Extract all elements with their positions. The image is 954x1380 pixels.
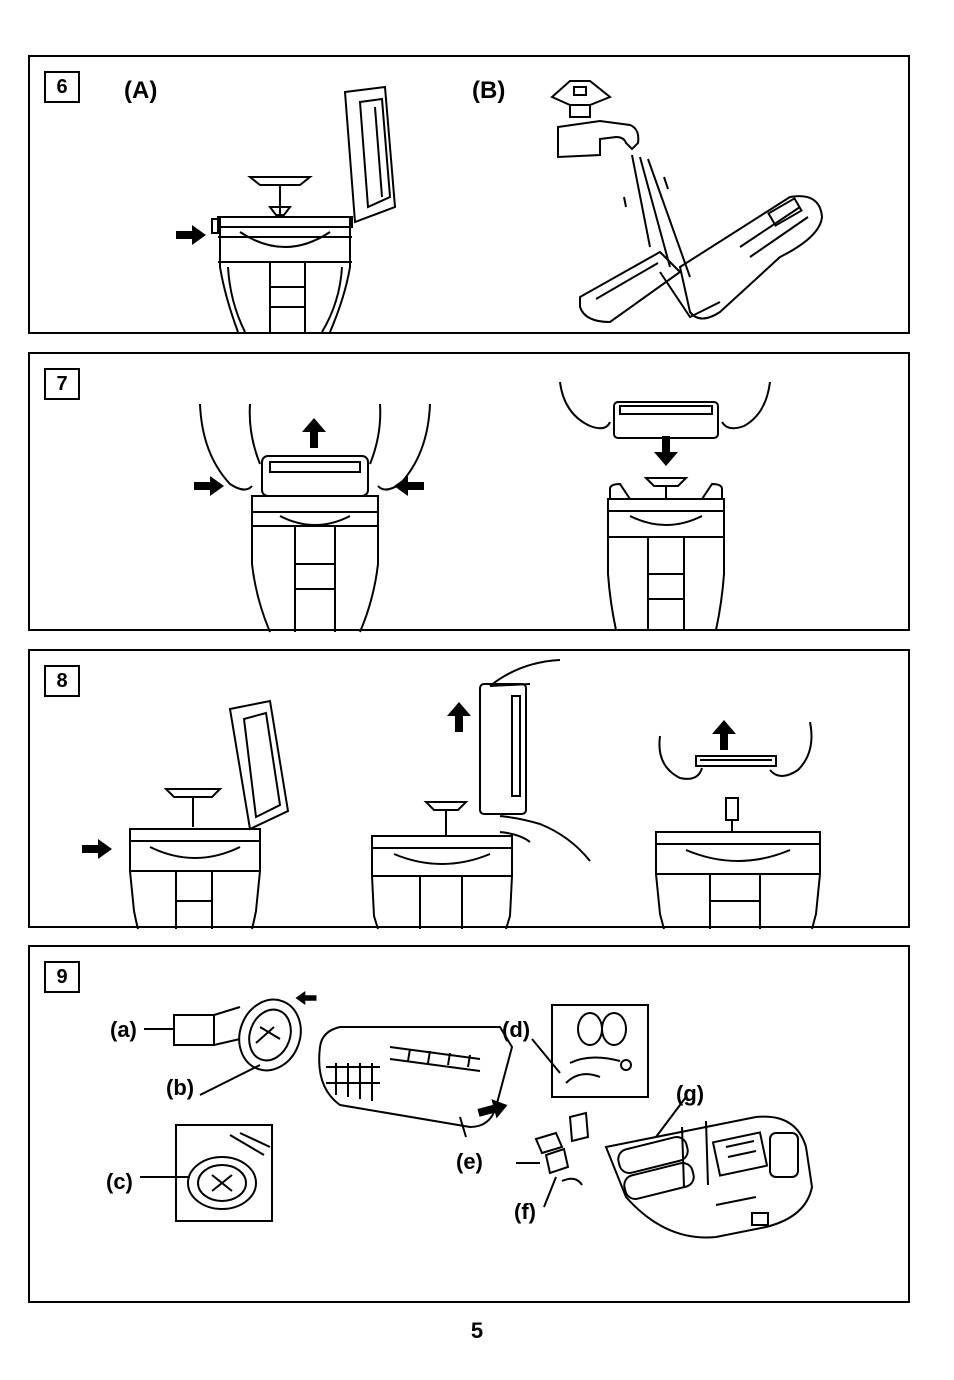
step-number: 9 <box>56 966 67 989</box>
panel-step-8: 8 <box>28 649 910 928</box>
panel-step-9: 9 (a) (b) (c) (d) (e) (f) (g) <box>28 945 910 1303</box>
step-number: 8 <box>56 670 67 693</box>
lift-cutter-illustration <box>640 716 860 929</box>
panel-step-7: 7 <box>28 352 910 631</box>
callout-e: (e) <box>456 1149 483 1175</box>
arrow-right-icon <box>82 839 112 859</box>
arrow-left-icon <box>394 476 424 496</box>
step-number-box: 8 <box>44 665 80 697</box>
arrow-down-icon <box>654 436 678 466</box>
step-number-box: 9 <box>44 961 80 993</box>
arrow-up-icon <box>302 418 326 448</box>
arrow-right-icon <box>478 1099 508 1119</box>
terminal-closeup-inset <box>140 1125 280 1223</box>
callout-a: (a) <box>110 1017 137 1043</box>
sub-label-a: (A) <box>124 77 157 105</box>
step-number: 6 <box>56 76 67 99</box>
disassembly-left-illustration <box>140 987 510 1137</box>
arrow-left-icon <box>292 991 320 1005</box>
internal-components-illustration <box>516 1077 816 1257</box>
step-number: 7 <box>56 373 67 396</box>
shaver-open-frame-illustration <box>120 701 340 929</box>
arrow-up-icon <box>712 719 736 751</box>
rinse-under-faucet-illustration <box>540 77 840 327</box>
sub-label-b: (B) <box>472 77 505 105</box>
panel-step-6: 6 (A) (B) <box>28 55 910 334</box>
arrow-right-icon <box>176 225 206 245</box>
shaver-open-illustration <box>170 87 430 337</box>
step-number-box: 7 <box>44 368 80 400</box>
callout-c: (c) <box>106 1169 133 1195</box>
lift-frame-illustration <box>360 656 600 929</box>
arrow-right-icon <box>194 476 224 496</box>
page-number: 5 <box>0 1318 954 1344</box>
step-number-box: 6 <box>44 71 80 103</box>
attach-foil-frame-illustration <box>550 374 810 634</box>
arrow-up-icon <box>447 701 471 733</box>
